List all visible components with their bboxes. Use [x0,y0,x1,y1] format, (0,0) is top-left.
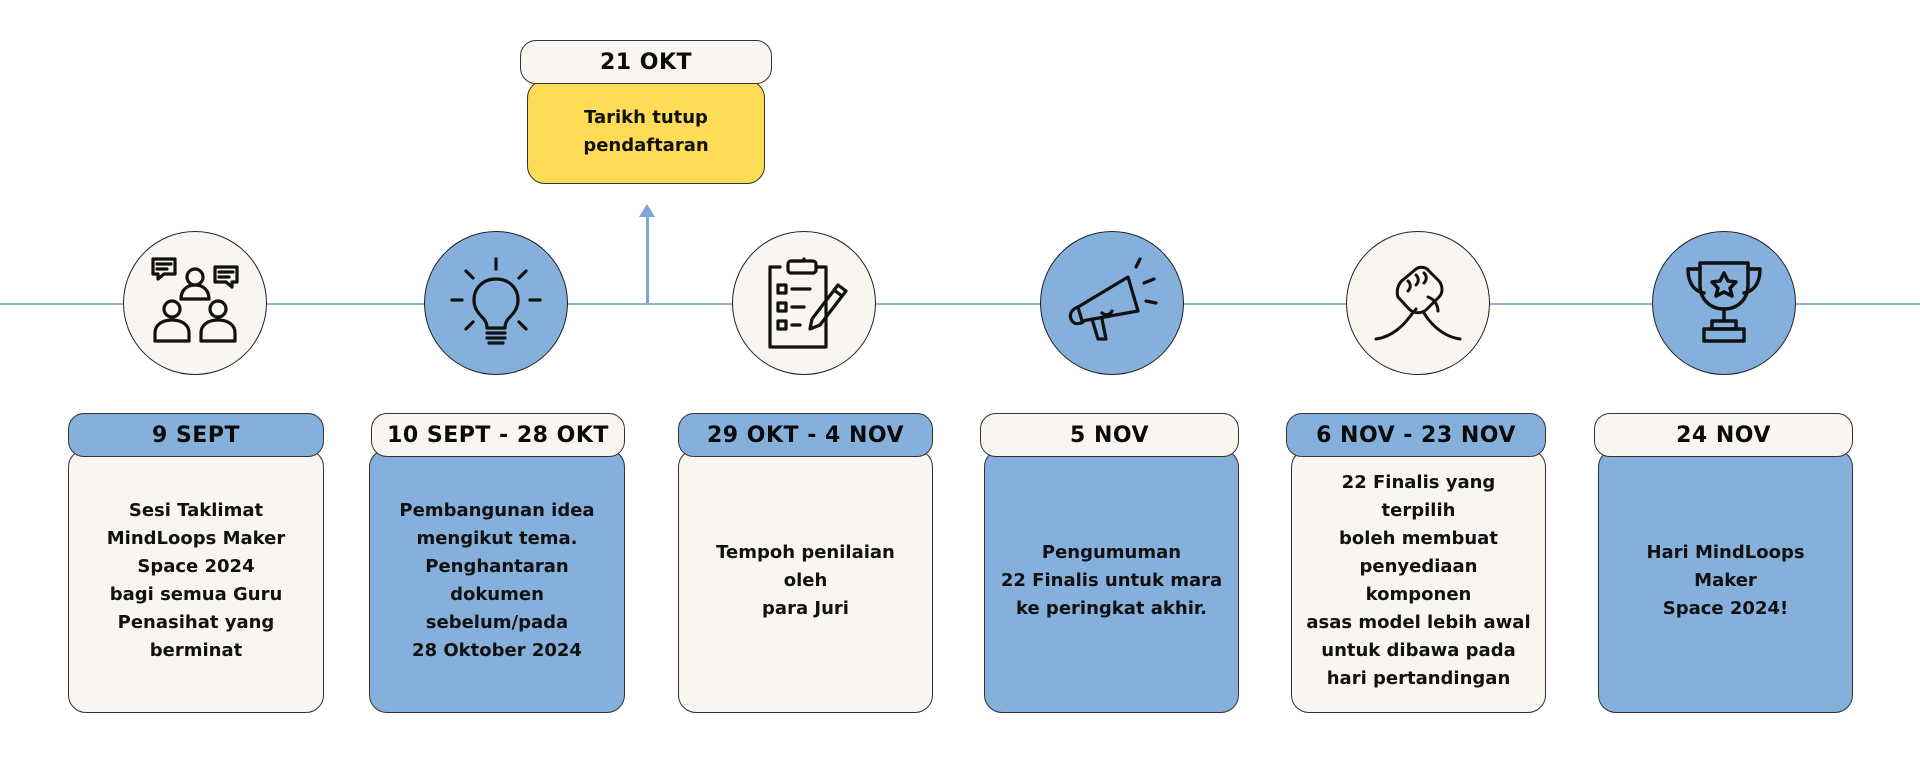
trophy-icon [1686,261,1762,343]
date-pill-4: 5 NOV [980,413,1239,457]
timeline-line [0,303,1920,305]
date-pill-top: 21 OKT [520,40,772,84]
node-trophy [1652,231,1796,375]
event-card-2: Pembangunan idea mengikut tema. Penghant… [369,449,625,713]
date-pill-1: 9 SEPT [68,413,324,457]
clipboard-checklist-icon [768,257,848,349]
event-card-1: Sesi Taklimat MindLoops Maker Space 2024… [68,449,324,713]
event-card-3: Tempoh penilaian oleh para Juri [678,449,933,713]
node-handshake [1346,231,1490,375]
lightbulb-icon [450,257,542,345]
node-clipboard [732,231,876,375]
arrow-up [646,208,649,304]
date-pill-6: 24 NOV [1594,413,1853,457]
arrow-head [639,204,655,217]
event-card-4: Pengumuman 22 Finalis untuk mara ke peri… [984,449,1239,713]
handshake-icon [1374,265,1462,341]
node-megaphone [1040,231,1184,375]
node-meeting [123,231,267,375]
date-pill-2: 10 SEPT - 28 OKT [371,413,625,457]
meeting-icon [151,257,239,343]
event-card-6: Hari MindLoops Maker Space 2024! [1598,449,1853,713]
date-pill-5: 6 NOV - 23 NOV [1286,413,1546,457]
node-lightbulb [424,231,568,375]
event-card-top: Tarikh tutup pendaftaran [527,80,765,184]
megaphone-icon [1068,257,1158,341]
date-pill-3: 29 OKT - 4 NOV [678,413,933,457]
event-card-5: 22 Finalis yang terpilih boleh membuat p… [1291,449,1546,713]
